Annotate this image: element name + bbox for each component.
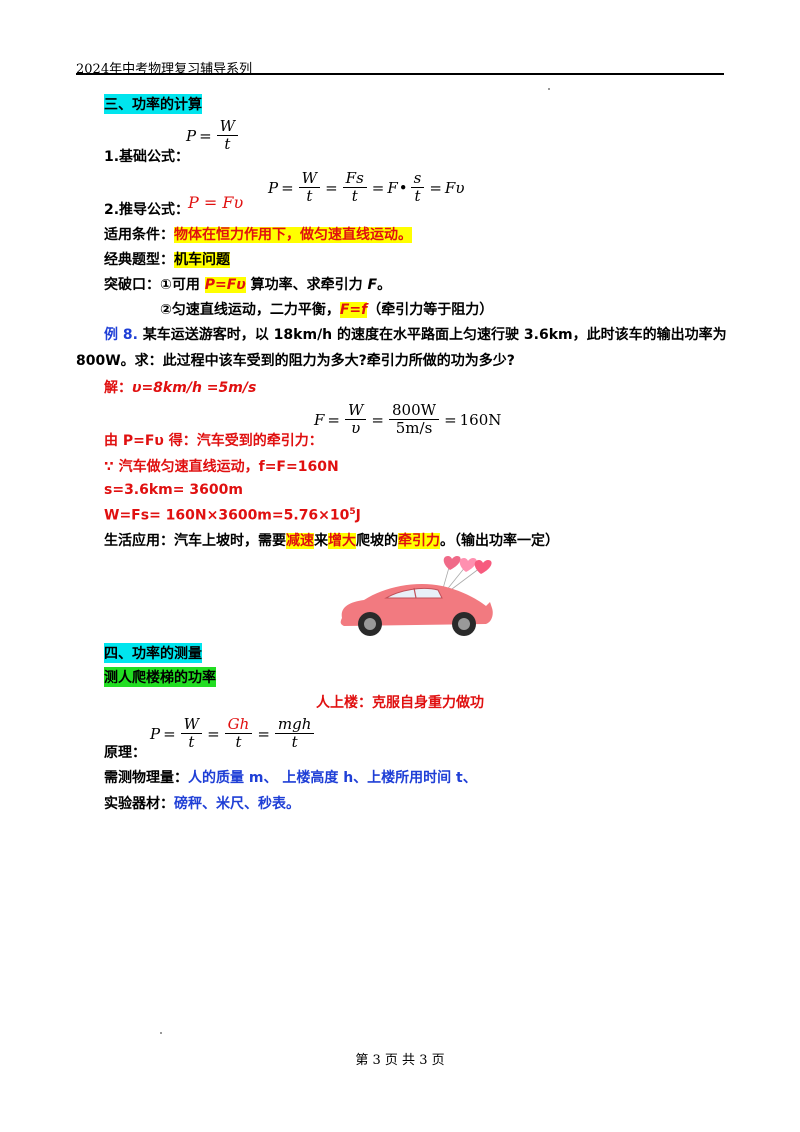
- basic-formula-label: 1.基础公式：: [104, 149, 190, 165]
- example8-line-1: 例 8. 某车运送游客时，以 18km/h 的速度在水平路面上匀速行驶 3.6k…: [104, 327, 727, 343]
- solution-line-4: s=3.6km= 3600m: [104, 482, 243, 498]
- principle-label: 原理：: [104, 745, 146, 761]
- classic-label: 经典题型：: [104, 252, 174, 268]
- condition-line: 适用条件：物体在恒力作用下，做匀速直线运动。: [104, 224, 412, 244]
- breakthrough-line-1: 突破口：①可用 P=Fυ 算功率、求牵引力 F。: [104, 277, 392, 293]
- header-divider: [76, 73, 724, 75]
- derived-formula-label: 2.推导公式：: [104, 202, 190, 218]
- solution-velocity: 解：υ=8km/h =5m/s: [104, 380, 257, 396]
- decorative-dot: [160, 1032, 162, 1034]
- page-footer: 第 3 页 共 3 页: [355, 1053, 445, 1068]
- classic-line: 经典题型：机车问题: [104, 249, 230, 269]
- car-with-balloons-illustration: [330, 552, 500, 640]
- breakthrough-line-2: ②匀速直线运动，二力平衡，F=f（牵引力等于阻力）: [160, 302, 494, 318]
- derived-formula: P = Fυ: [188, 193, 244, 212]
- equipment-line: 实验器材：磅秤、米尺、秒表。: [104, 796, 300, 812]
- bp2-highlight: F=f: [339, 302, 368, 318]
- life-application: 生活应用：汽车上坡时，需要减速来增大爬坡的牵引力。（输出功率一定）: [104, 533, 559, 549]
- measure-line: 需测物理量：人的质量 m、 上楼高度 h、上楼所用时间 t、: [104, 770, 477, 786]
- solution-line-2: 由 P=Fυ 得：汽车受到的牵引力：: [104, 433, 323, 449]
- example8-line-2: 800W。求：此过程中该车受到的阻力为多大?牵引力所做的功为多少?: [76, 353, 515, 369]
- condition-text: 物体在恒力作用下，做匀速直线运动。: [174, 227, 412, 243]
- section3-heading: 三、功率的计算: [104, 94, 202, 114]
- example8-label: 例 8.: [104, 327, 138, 343]
- section4-subheading: 测人爬楼梯的功率: [104, 667, 216, 687]
- classic-text: 机车问题: [174, 252, 230, 268]
- section4-heading: 四、功率的测量: [104, 643, 202, 663]
- car-icon: [340, 556, 493, 636]
- bp1-highlight: P=Fυ: [204, 277, 246, 293]
- solution-line-5: W=Fs= 160N×3600m=5.76×105J: [104, 507, 361, 524]
- decorative-dot: [548, 88, 550, 90]
- solution-line-3: ∵ 汽车做匀速直线运动，f=F=160N: [104, 459, 339, 475]
- condition-label: 适用条件：: [104, 227, 174, 243]
- section4-centered-text: 人上楼：克服自身重力做功: [316, 695, 484, 711]
